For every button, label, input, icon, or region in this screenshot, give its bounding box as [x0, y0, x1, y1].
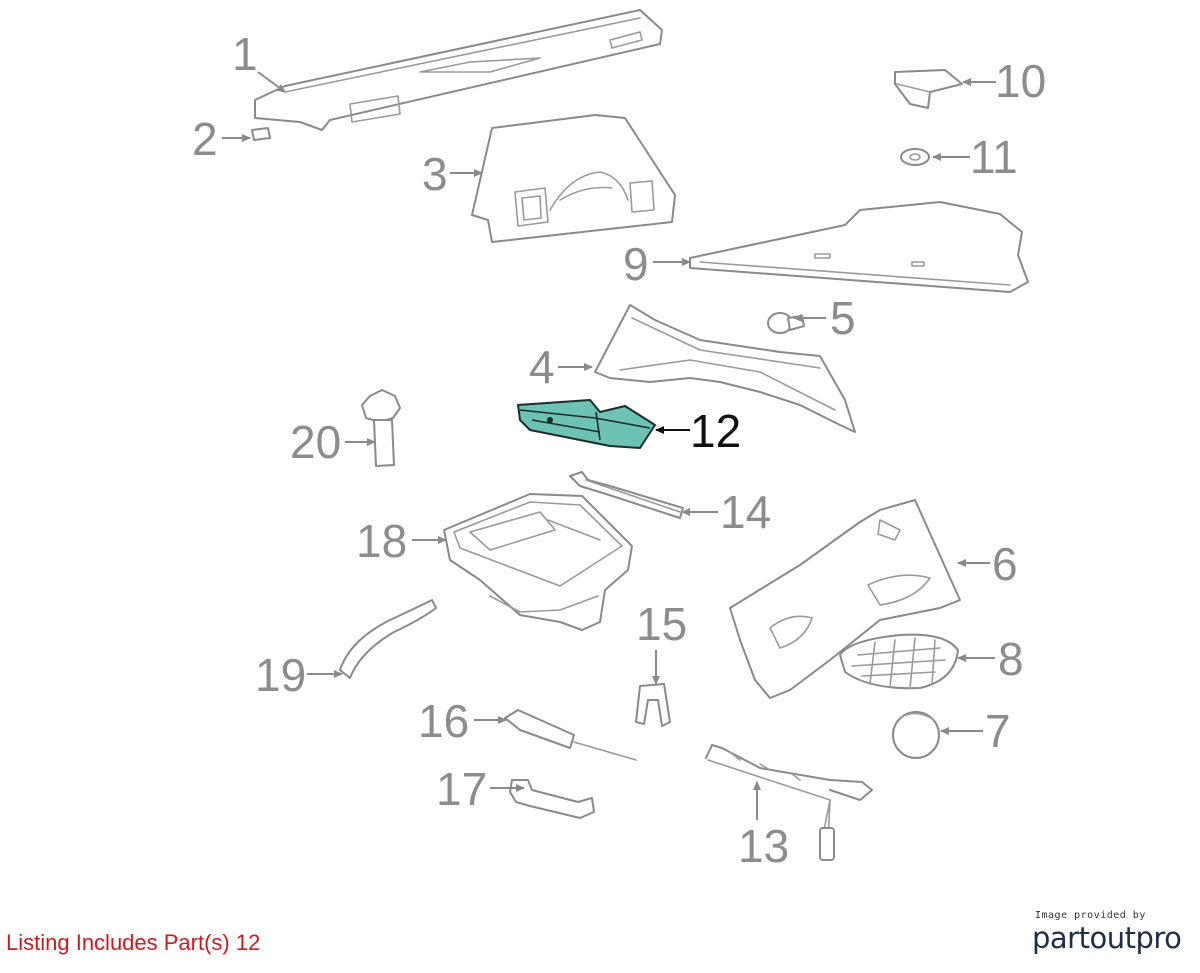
callout-5: 5: [830, 292, 856, 344]
callout-9: 9: [623, 238, 649, 290]
callout-3: 3: [422, 148, 448, 200]
callout-20: 20: [290, 416, 341, 468]
callout-14: 14: [720, 486, 771, 538]
part-7-cap: [892, 711, 940, 759]
callout-numbers: 1 2 3 4 5 6 7 8 9 10 11 12 13 14 15 16 1…: [192, 28, 1046, 872]
callout-7: 7: [985, 705, 1011, 757]
callout-13: 13: [738, 820, 789, 872]
part-10-bracket: [894, 69, 963, 109]
callout-10: 10: [995, 55, 1046, 107]
part-13-wire-sensor: [705, 744, 873, 861]
part-5-knob: [767, 312, 805, 334]
part-3-trunk-panel: [471, 114, 676, 243]
part-4-trim-panel: [594, 304, 856, 433]
brand-logo: partoutpro: [1032, 921, 1182, 955]
callout-12: 12: [690, 405, 741, 457]
callout-15: 15: [636, 598, 687, 650]
callout-16: 16: [418, 695, 469, 747]
callout-19: 19: [255, 649, 306, 701]
part-19-hose: [339, 599, 437, 679]
part-9-long-trim: [689, 201, 1029, 293]
callout-17: 17: [436, 763, 487, 815]
callout-2: 2: [192, 113, 218, 165]
part-16-screwdriver: [504, 709, 637, 761]
callout-11: 11: [970, 131, 1018, 183]
part-11-washer: [900, 148, 930, 166]
part-12-highlighted-bracket: [517, 399, 656, 449]
part-1-parcel-shelf: [254, 9, 663, 131]
callout-8: 8: [998, 633, 1024, 685]
part-17-wrench: [509, 779, 595, 819]
leader-lines: [222, 71, 996, 820]
part-6-side-trim: [729, 499, 961, 699]
part-15-u-clip: [635, 683, 671, 727]
callout-4: 4: [529, 341, 555, 393]
part-20-jack: [361, 389, 401, 467]
part-2-clip: [251, 127, 271, 141]
credit-small-text: Image provided by: [1035, 910, 1146, 921]
part-8-vent-grille: [839, 633, 959, 690]
callout-6: 6: [992, 538, 1018, 590]
callout-1: 1: [232, 28, 258, 80]
callout-18: 18: [356, 515, 407, 567]
part-18-storage-tray: [443, 493, 633, 631]
image-credit: Image provided by partoutpro: [1032, 910, 1192, 955]
listing-caption: Listing Includes Part(s) 12: [6, 930, 261, 955]
